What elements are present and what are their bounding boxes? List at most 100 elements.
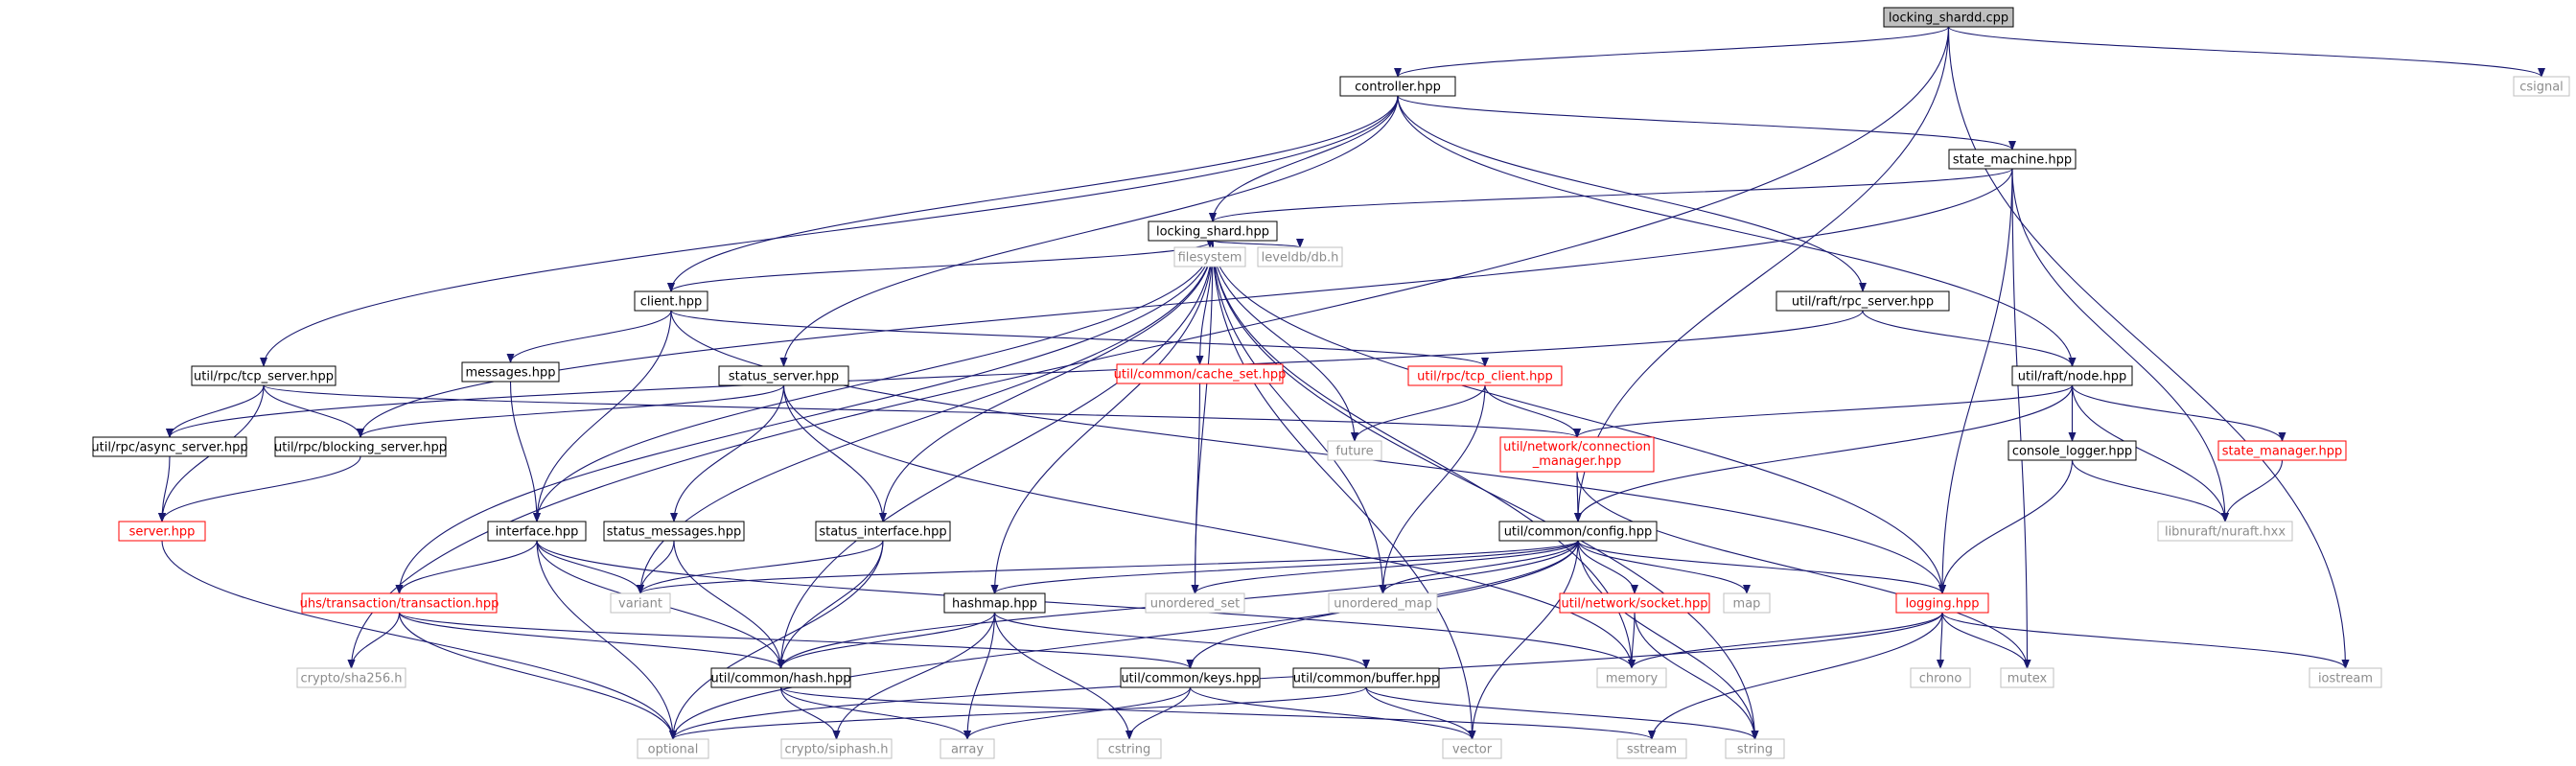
node-box bbox=[1775, 290, 1950, 312]
node-label: util/common/keys.hpp bbox=[1121, 672, 1259, 686]
node-box bbox=[1723, 592, 1771, 614]
node-tcp-client[interactable]: util/rpc/tcp_client.hpp bbox=[1407, 365, 1563, 386]
node-socket[interactable]: util/network/socket.hpp bbox=[1559, 592, 1710, 614]
edge-line bbox=[536, 540, 644, 594]
node-blocking-server[interactable]: util/rpc/blocking_server.hpp bbox=[274, 436, 447, 457]
node-label: array bbox=[951, 743, 984, 757]
edge-line bbox=[782, 384, 887, 522]
edge-status_server-to-blocking_server bbox=[357, 384, 785, 438]
edge-line bbox=[963, 686, 1192, 740]
node-buffer[interactable]: util/common/buffer.hpp bbox=[1292, 667, 1440, 688]
edge-line bbox=[347, 26, 1950, 669]
node-label: sstream bbox=[1627, 743, 1677, 757]
edge-line bbox=[990, 540, 1579, 594]
edge-line bbox=[1947, 26, 2350, 669]
edge-logging-to-mutex bbox=[1941, 612, 2031, 669]
node-box bbox=[1173, 246, 1246, 267]
edge-line bbox=[779, 686, 841, 740]
node-label: map bbox=[1733, 597, 1761, 612]
node-label: logging.hpp bbox=[1905, 597, 1979, 612]
node-status-interface[interactable]: status_interface.hpp bbox=[815, 521, 951, 542]
edge-buffer-to-string bbox=[1365, 686, 1759, 740]
node-label: util/common/config.hpp bbox=[1504, 525, 1653, 540]
node-array: array bbox=[940, 738, 995, 759]
edge-locking_shard-to-transaction bbox=[395, 240, 1214, 594]
node-box bbox=[1145, 592, 1245, 614]
node-map: map bbox=[1723, 592, 1771, 614]
edge-interface-to-memory bbox=[536, 540, 1636, 669]
node-keys[interactable]: util/common/keys.hpp bbox=[1120, 667, 1261, 688]
edge-line bbox=[1628, 612, 1943, 669]
edge-line bbox=[1212, 240, 1759, 740]
node-messages[interactable]: messages.hpp bbox=[461, 361, 560, 383]
node-state-machine[interactable]: state_machine.hpp bbox=[1948, 149, 2077, 170]
edge-line bbox=[1574, 384, 2074, 522]
node-connection-manager[interactable]: util/network/connection_manager.hpp bbox=[1499, 436, 1655, 473]
edge-line bbox=[782, 384, 1636, 669]
edge-state_machine-to-blocking_server bbox=[357, 168, 2013, 438]
node-status-server[interactable]: status_server.hpp bbox=[718, 365, 849, 386]
node-cache-set[interactable]: util/common/cache_set.hpp bbox=[1114, 363, 1287, 384]
edge-line bbox=[1577, 540, 1638, 594]
edge-line bbox=[1938, 459, 2074, 594]
node-label: cstring bbox=[1108, 743, 1150, 757]
edge-line bbox=[1212, 240, 1476, 740]
node-raft-node[interactable]: util/raft/node.hpp bbox=[2011, 365, 2133, 386]
node-label: util/rpc/blocking_server.hpp bbox=[274, 441, 447, 455]
node-logging[interactable]: logging.hpp bbox=[1895, 592, 1989, 614]
edge-line bbox=[1577, 540, 1759, 740]
node-sstream: sstream bbox=[1616, 738, 1687, 759]
node-label: leveldb/db.h bbox=[1262, 251, 1339, 266]
node-box bbox=[1339, 76, 1456, 97]
edge-interface-to-variant bbox=[536, 540, 644, 594]
node-locking-shard[interactable]: locking_shard.hpp bbox=[1148, 221, 1278, 242]
edge-locking_shard-to-client bbox=[667, 240, 1214, 292]
node-interface[interactable]: interface.hpp bbox=[487, 521, 587, 542]
edge-root-to-csignal bbox=[1947, 26, 2545, 78]
edge-client-to-messages bbox=[506, 310, 672, 363]
edge-client-to-logging bbox=[670, 310, 1946, 594]
node-label: locking_shard.hpp bbox=[1156, 225, 1269, 240]
node-server[interactable]: server.hpp bbox=[118, 521, 206, 542]
node-controller[interactable]: controller.hpp bbox=[1339, 76, 1456, 97]
edge-rpc_server-to-async_server bbox=[166, 310, 1864, 438]
edge-keys-to-array bbox=[963, 686, 1192, 740]
edge-line bbox=[667, 240, 1214, 292]
edge-transaction-to-keys bbox=[398, 612, 1195, 669]
edge-line bbox=[779, 686, 971, 740]
node-label: console_logger.hpp bbox=[2012, 445, 2132, 459]
node-client[interactable]: client.hpp bbox=[634, 290, 708, 312]
edge-keys-to-cstring bbox=[1126, 686, 1192, 740]
node-hashmap[interactable]: hashmap.hpp bbox=[943, 592, 1046, 614]
node-label: util/common/cache_set.hpp bbox=[1114, 368, 1287, 383]
edge-console_logger-to-logging bbox=[1938, 459, 2074, 594]
node-box bbox=[1895, 592, 1989, 614]
edge-root-to-config bbox=[1574, 26, 1950, 522]
node-future: future bbox=[1327, 440, 1382, 461]
node-box bbox=[1148, 221, 1278, 242]
node-transaction[interactable]: uhs/transaction/transaction.hpp bbox=[300, 592, 499, 614]
edge-line bbox=[667, 95, 1399, 292]
edge-config-to-logging bbox=[1577, 540, 1946, 594]
node-hash[interactable]: util/common/hash.hpp bbox=[710, 667, 851, 688]
node-unordered-map: unordered_map bbox=[1328, 592, 1438, 614]
node-label: status_messages.hpp bbox=[607, 525, 742, 540]
node-async-server[interactable]: util/rpc/async_server.hpp bbox=[91, 436, 248, 457]
node-rpc-server[interactable]: util/raft/rpc_server.hpp bbox=[1775, 290, 1950, 312]
node-box bbox=[610, 592, 671, 614]
edge-state_machine-to-mutex bbox=[2011, 168, 2031, 669]
node-console-logger[interactable]: console_logger.hpp bbox=[2007, 440, 2137, 461]
node-config[interactable]: util/common/config.hpp bbox=[1498, 521, 1658, 542]
node-root[interactable]: locking_shardd.cpp bbox=[1883, 7, 2014, 28]
edge-controller-to-locking_shard bbox=[1209, 95, 1399, 222]
edge-line bbox=[1468, 540, 1579, 740]
edge-controller-to-tcp_server bbox=[260, 95, 1399, 367]
edge-line bbox=[263, 384, 364, 438]
node-status-messages[interactable]: status_messages.hpp bbox=[603, 521, 745, 542]
edge-line bbox=[1379, 540, 1579, 594]
node-state-manager[interactable]: state_manager.hpp bbox=[2217, 440, 2347, 461]
node-box bbox=[2513, 76, 2570, 97]
node-tcp-server[interactable]: util/rpc/tcp_server.hpp bbox=[191, 365, 337, 386]
node-box bbox=[637, 738, 709, 759]
edge-line bbox=[357, 384, 785, 438]
